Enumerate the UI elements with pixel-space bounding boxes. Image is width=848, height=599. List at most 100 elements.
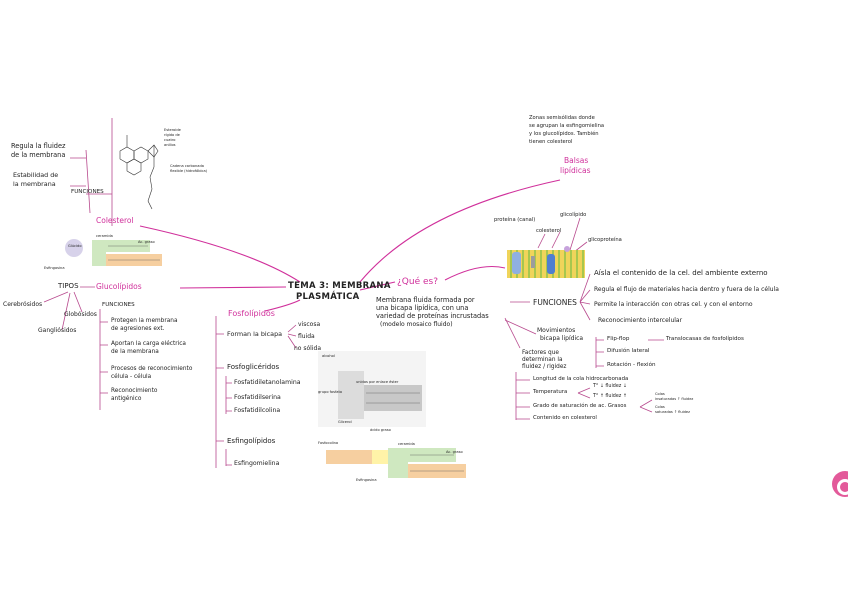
gfunc-2b: de la membrana <box>111 349 159 355</box>
label-proteina: proteína (canal) <box>494 217 536 223</box>
glucolipid-structure <box>65 239 162 266</box>
esf-esfingomielina: Esfingomielina <box>234 460 280 467</box>
glucolipid-ceramida-label: ceramida <box>96 234 113 238</box>
balsas-desc-3: y los glucolípidos. También <box>529 131 599 137</box>
link-balsas <box>359 179 561 283</box>
pg-cola-label: unidos por enlace éster <box>356 380 399 384</box>
colesterol-heading: Colesterol <box>96 216 134 225</box>
sm-acgraso-label: Ac. graso <box>446 450 463 454</box>
factor-3: Grado de saturación de ac. Grasos <box>533 403 627 409</box>
membrane-illustration <box>507 246 585 278</box>
colesterol-f2-b: la membrana <box>13 180 56 188</box>
phosphoglyceride-structure <box>318 351 426 427</box>
colesterol-note-1: Esteroide <box>164 128 181 132</box>
movimiento-1: Flip-flop <box>607 336 630 342</box>
esfingolipidos-heading: Esfingolípidos <box>227 437 276 445</box>
factor-4: Contenido en colesterol <box>533 415 597 421</box>
factor-2: Temperatura <box>533 389 568 395</box>
app-badge-icon[interactable] <box>832 471 848 497</box>
glucolipid-glucido-label: Glúcido <box>68 244 82 248</box>
bicapa-no-solida: no sólida <box>294 345 321 352</box>
fosfogliceridos-heading: Fosfoglicéridos <box>227 363 280 371</box>
colesterol-note-3: cuatro <box>164 138 176 142</box>
colesterol-note-2: rígido de <box>164 133 180 137</box>
temp-1: T° ↓ fluidez ↓ <box>593 384 627 389</box>
definition-line-4: (modelo mosaico fluido) <box>380 321 453 328</box>
tipo-globosidos: Globósidos <box>64 311 97 318</box>
sm-fosfocolina-label: Fosfocolina <box>318 441 339 445</box>
link-colesterol <box>139 225 301 283</box>
pg-acidos-label: ácido graso <box>370 428 391 432</box>
definition-line-2: una bicapa lipídica, con una <box>376 304 469 312</box>
center-title-line2: PLASMÁTICA <box>296 292 360 302</box>
fg-serina: Fosfatidilserina <box>234 394 281 401</box>
pg-fosfato-label: grupo fosfato <box>318 390 343 394</box>
label-colesterol-fig: colesterol <box>536 228 562 234</box>
glucolipidos-funciones: FUNCIONES <box>102 302 135 308</box>
cholesterol-structure <box>119 135 159 210</box>
link-que-es <box>359 281 396 291</box>
bicapa-fluida: fluida <box>298 333 315 340</box>
colesterol-funciones: FUNCIONES <box>71 189 104 195</box>
movimientos-heading-2: bicapa lipídica <box>540 335 584 342</box>
funcion-1: Aísla el contenido de la cel. del ambien… <box>594 269 768 277</box>
center-title-line1: TEMA 3: MEMBRANA <box>288 281 391 291</box>
funcion-3: Permite la interacción con otras cel. y … <box>594 301 753 308</box>
pg-alcohol-label: alcohol <box>322 354 335 358</box>
gfunc-1b: de agresiones ext. <box>111 326 165 332</box>
tipo-cerebrosidos: Cerebrósidos <box>3 301 43 308</box>
definition-line-1: Membrana fluida formada por <box>376 296 475 304</box>
glucolipidos-heading: Glucolípidos <box>96 282 142 291</box>
colesterol-note2-2: flexible (hidrofóbica) <box>170 169 208 173</box>
bicapa-viscosa: viscosa <box>298 321 321 328</box>
gfunc-1a: Protegen la membrana <box>111 318 178 324</box>
colesterol-f1-a: Regula la fluidez <box>11 142 66 150</box>
link-glucolipidos <box>179 286 287 289</box>
label-glicoproteina: glicoproteína <box>588 237 622 243</box>
glucolipid-acgraso-label: Ac. graso <box>138 240 155 244</box>
colas-1a: Colas <box>655 392 665 396</box>
balsas-desc-1: Zonas semisólidas donde <box>529 115 595 121</box>
link-fosfolipidos <box>264 299 301 312</box>
definition-line-3: variedad de proteínas incrustadas <box>376 312 489 320</box>
sm-esfingosina-label: Esfingosina <box>356 478 377 482</box>
movimiento-3: Rotación - flexión <box>607 362 656 368</box>
movimientos-heading-1: Movimientos <box>537 327 576 334</box>
factor-1: Longitud de la cola hidrocarbonada <box>533 376 629 382</box>
colesterol-note-4: anillos <box>164 143 176 147</box>
balsas-desc-4: tienen colesterol <box>529 139 573 145</box>
balsas-heading-2: lipídicas <box>560 166 591 175</box>
colas-2a: Colas <box>655 405 665 409</box>
gfunc-3a: Procesos de reconocimiento <box>111 366 193 372</box>
factores-heading-2: determinan la <box>522 357 563 363</box>
fg-etanolamina: Fosfatidiletanolamina <box>234 379 301 386</box>
colas-1b: insaturadas ↑ fluidez <box>655 397 694 401</box>
colesterol-note2-1: Cadena carbonada <box>170 164 204 168</box>
gfunc-3b: célula - célula <box>111 374 152 380</box>
sm-ceramida-label: ceramida <box>398 442 415 446</box>
pg-glicerol-label: Glicerol <box>338 420 352 424</box>
label-glicolipido: glicolípido <box>560 212 587 218</box>
flipflop-note: Translocasas de fosfolípidos <box>666 336 744 342</box>
gfunc-4b: antigénico <box>111 396 142 402</box>
glucolipid-esfingosina-label: Esfingosina <box>44 266 65 270</box>
colas-2b: saturadas ↑ fluidez <box>655 410 691 414</box>
funcion-2: Regula el flujo de materiales hacia dent… <box>594 286 779 293</box>
factores-heading-1: Factores que <box>522 350 559 356</box>
gfunc-2a: Aportan la carga eléctrica <box>111 341 186 347</box>
fosfolipidos-heading: Fosfolípidos <box>228 309 275 318</box>
movimiento-2: Difusión lateral <box>607 348 650 354</box>
colesterol-f1-b: de la membrana <box>11 151 66 159</box>
tipo-gangliosidos: Gangliósidos <box>38 327 77 334</box>
funciones-heading: FUNCIONES <box>533 298 577 307</box>
sphingomyelin-structure <box>326 448 466 478</box>
balsas-desc-2: se agrupan la esfingomielina <box>529 123 605 129</box>
que-es-heading: ¿Qué es? <box>397 277 438 287</box>
fg-colina: Fosfatidilcolina <box>234 407 281 414</box>
gfunc-4a: Reconocimiento <box>111 388 158 394</box>
balsas-heading-1: Balsas <box>564 156 589 165</box>
factores-heading-3: fluidez / rigidez <box>522 364 567 370</box>
colesterol-f2-a: Estabilidad de <box>13 171 59 179</box>
funcion-4: Reconocimiento intercelular <box>598 317 683 324</box>
